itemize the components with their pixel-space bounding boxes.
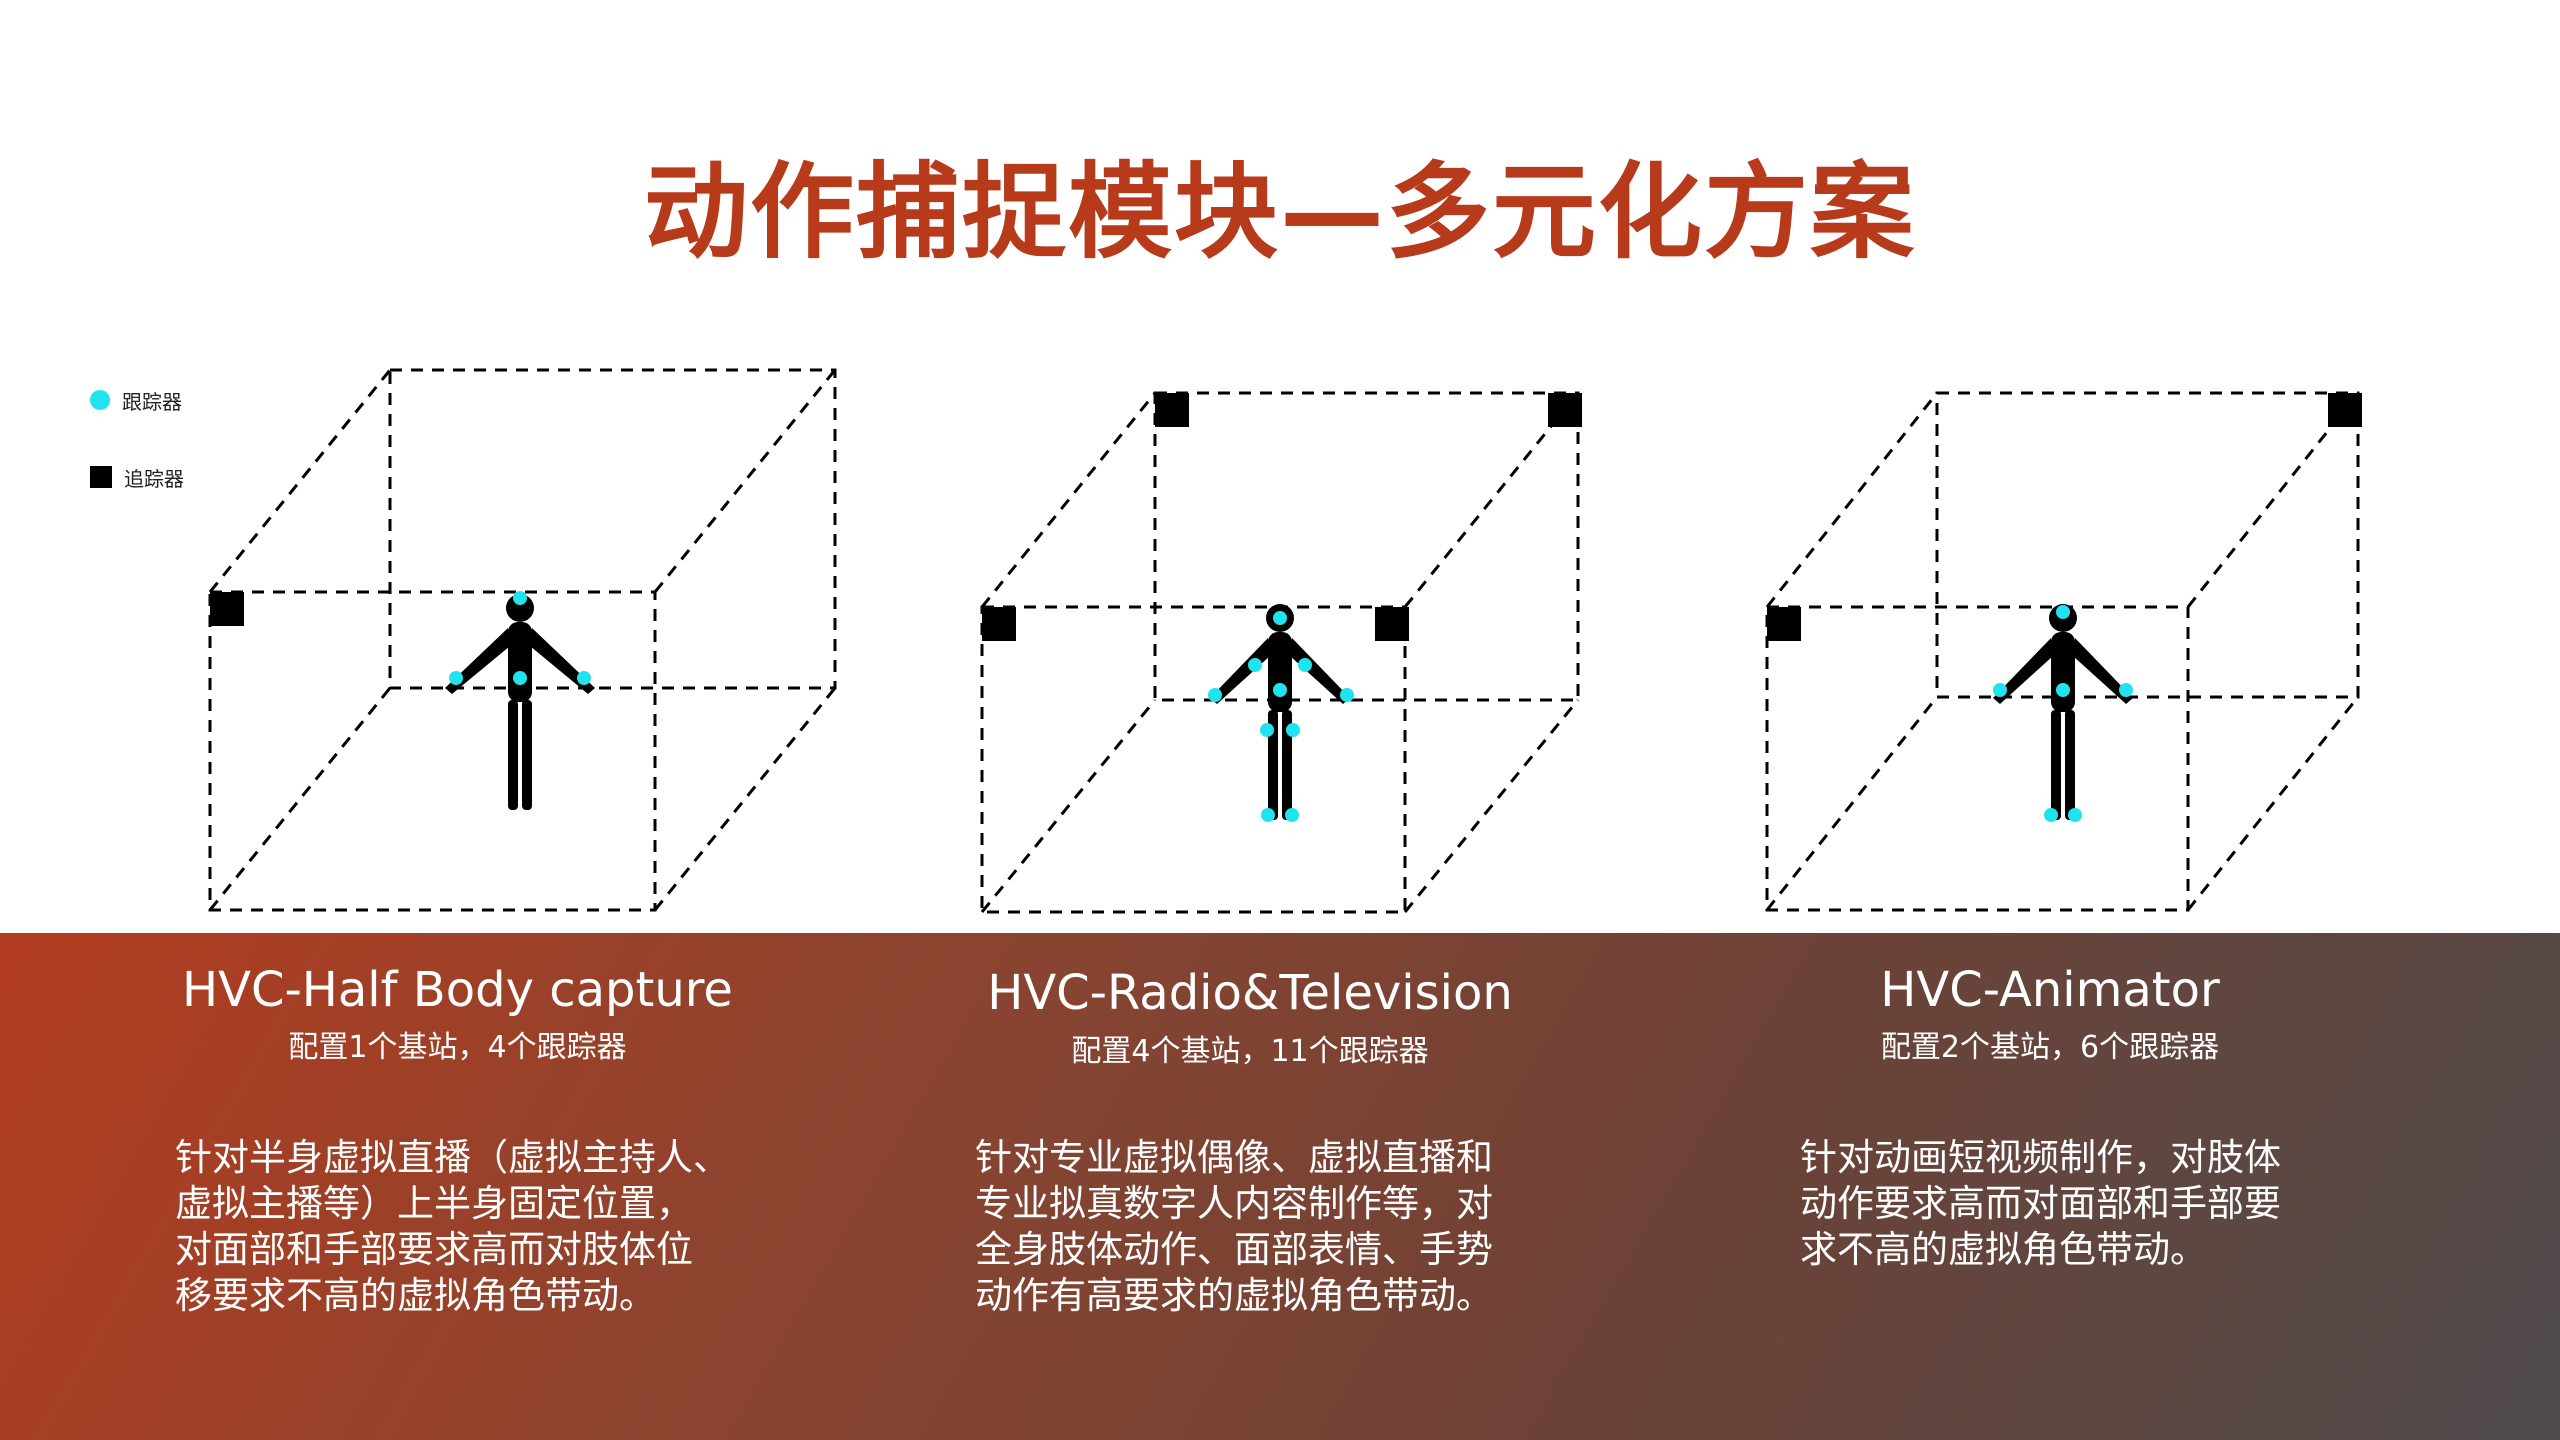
card-2-config: 配置4个基站，11个跟踪器 bbox=[1071, 1034, 1429, 1069]
card-3-description: 针对动画短视频制作，对肢体 动作要求高而对面部和手部要 求不高的虚拟角色带动。 bbox=[1800, 1136, 2281, 1271]
card-1-title: HVC-Half Body capture bbox=[182, 962, 733, 1018]
tracker-icon bbox=[90, 390, 110, 410]
base-station-icon bbox=[90, 466, 112, 488]
card-2-title: HVC-Radio&Television bbox=[987, 965, 1513, 1021]
legend-tracker: 跟踪器 bbox=[90, 380, 184, 420]
cube-3 bbox=[1765, 391, 2360, 912]
base-station-marker bbox=[210, 592, 244, 626]
legend-base-station-label: 追踪器 bbox=[124, 466, 184, 491]
card-1-description: 针对半身虚拟直播（虚拟主持人、 虚拟主播等）上半身固定位置， 对面部和手部要求高… bbox=[175, 1136, 730, 1317]
card-2-description: 针对专业虚拟偶像、虚拟直播和 专业拟真数字人内容制作等，对 全身肢体动作、面部表… bbox=[975, 1136, 1493, 1317]
legend-base-station: 追踪器 bbox=[90, 457, 184, 497]
card-3-title: HVC-Animator bbox=[1880, 962, 2220, 1018]
legend-tracker-label: 跟踪器 bbox=[122, 389, 182, 414]
bottom-gradient-band bbox=[0, 933, 2560, 1440]
page-title: 动作捕捉模块—多元化方案 bbox=[643, 151, 1916, 273]
legend: 跟踪器 追踪器 bbox=[90, 380, 184, 534]
card-3-config: 配置2个基站，6个跟踪器 bbox=[1880, 1030, 2220, 1065]
cube-2 bbox=[980, 391, 1580, 914]
cube-1 bbox=[208, 368, 837, 912]
card-1-config: 配置1个基站，4个跟踪器 bbox=[288, 1030, 627, 1065]
